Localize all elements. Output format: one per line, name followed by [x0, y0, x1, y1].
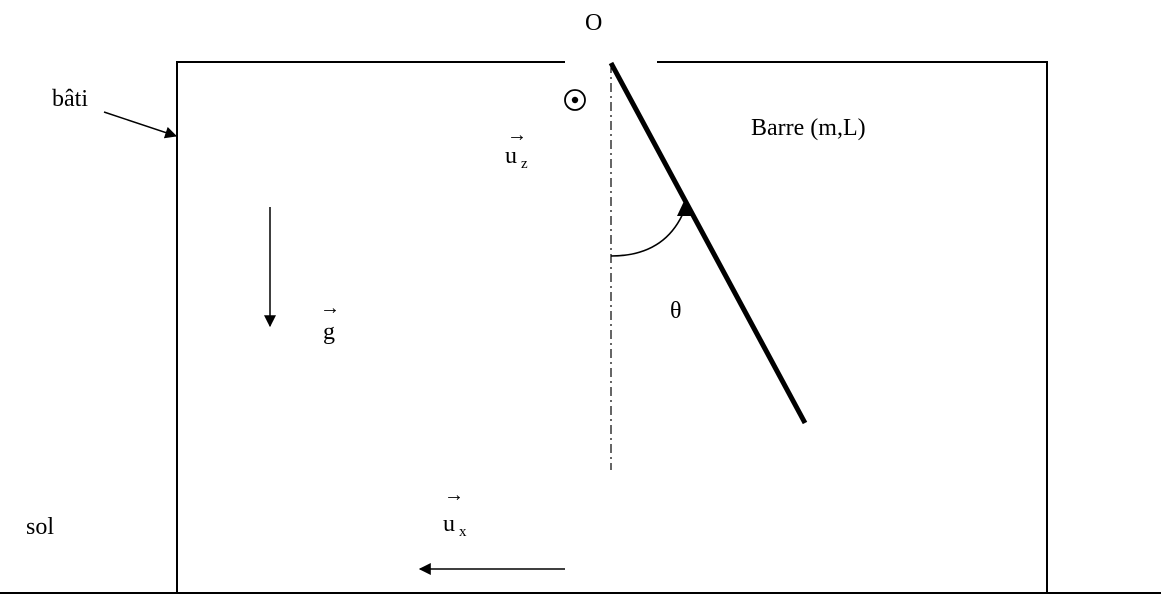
bar-label: Barre (m,L) [751, 115, 866, 141]
g-vector-arrow: → [320, 297, 340, 319]
angle-arc [610, 205, 687, 257]
uz-out-of-plane-icon [564, 89, 586, 111]
ux-vector-sub: x [459, 524, 467, 540]
origin-label: O [585, 10, 602, 36]
ground-label: sol [26, 514, 54, 540]
g-vector-base: g [323, 319, 335, 345]
ux-vector-base: u [443, 511, 455, 537]
ux-vector-arrow: → [444, 484, 464, 506]
uz-vector-sub: z [521, 156, 528, 172]
angle-arrowhead [677, 199, 694, 216]
angle-label: θ [670, 298, 682, 324]
bar [608, 61, 808, 425]
uz-vector-base: u [505, 143, 517, 169]
frame-pointer-arrow [103, 111, 178, 139]
uz-vector-arrow: → [507, 124, 527, 146]
frame-label: bâti [52, 86, 88, 112]
frame-outline [176, 61, 1048, 593]
